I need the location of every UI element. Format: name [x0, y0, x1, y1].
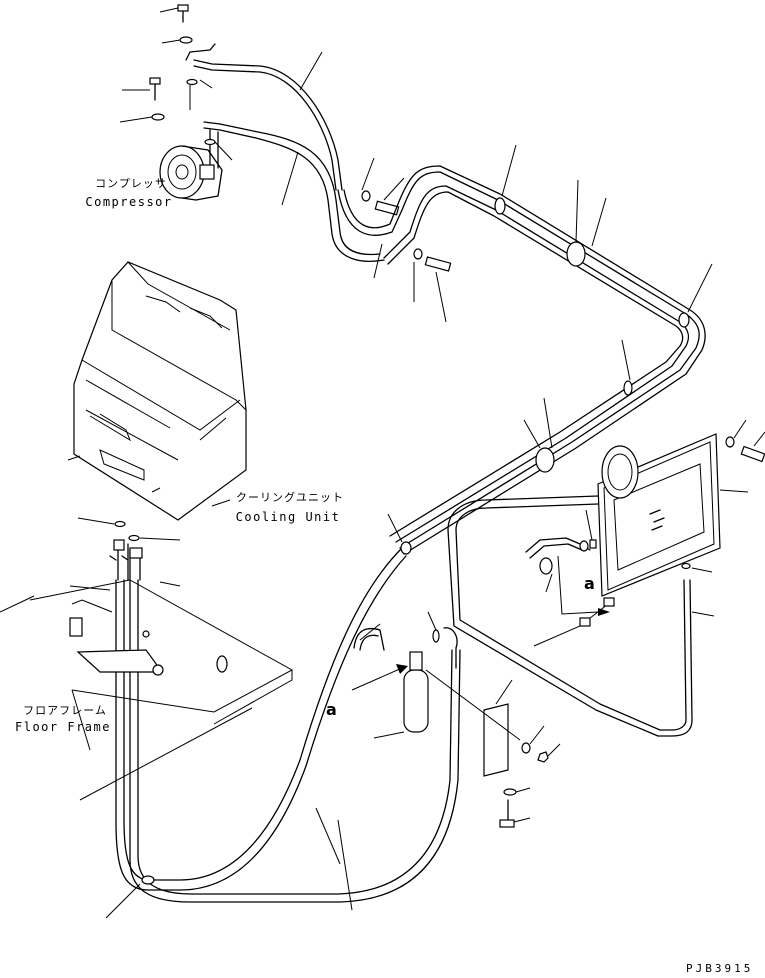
o-ring-1 [186, 78, 213, 110]
compressor-part [159, 129, 223, 201]
condenser-part [597, 419, 765, 597]
view-a-arrow-lower [351, 664, 408, 691]
cooling-unit-label-ja: クーリングユニット [236, 491, 344, 504]
compressor-label-en: Compressor [85, 195, 173, 209]
cooling-unit-fittings [77, 517, 181, 581]
washer-top [161, 36, 193, 44]
discharge-hose [185, 43, 343, 191]
cooling-unit-part [67, 261, 247, 521]
main-pipe-upper [337, 165, 706, 555]
floor-frame-part [0, 555, 294, 801]
floor-frame-label-ja: フロアフレーム [23, 704, 107, 717]
drier-bracket [483, 679, 561, 828]
compressor-bolt-top [159, 4, 189, 23]
floor-frame-label-en: Floor Frame [15, 720, 111, 734]
o-ring-2 [204, 138, 233, 161]
view-a-leader-lower [425, 669, 521, 741]
suction-pipe-lower [105, 579, 461, 919]
pipe-clamps-upper [494, 144, 713, 473]
receiver-drier-part [353, 611, 458, 739]
view-a-mark-drier: a [326, 700, 337, 719]
liquid-pipe-lower [115, 513, 412, 891]
view-a-mark-condenser: a [584, 574, 595, 593]
compressor-label-ja: コンプレッサ [95, 177, 167, 190]
wire-harness [533, 597, 615, 647]
suction-hose [203, 121, 385, 262]
pressure-switch-hose [525, 509, 597, 593]
compressor-bolt-mid [122, 77, 161, 101]
drawing-code: PJB3915 [686, 962, 754, 975]
washer-mid [119, 113, 165, 123]
view-a-arrow-upper [557, 555, 610, 616]
condenser-hose [447, 495, 715, 737]
clamp-bolt-1 [361, 157, 405, 216]
clamp-bolt-2 [373, 243, 452, 323]
cooling-unit-label-en: Cooling Unit [235, 510, 341, 524]
